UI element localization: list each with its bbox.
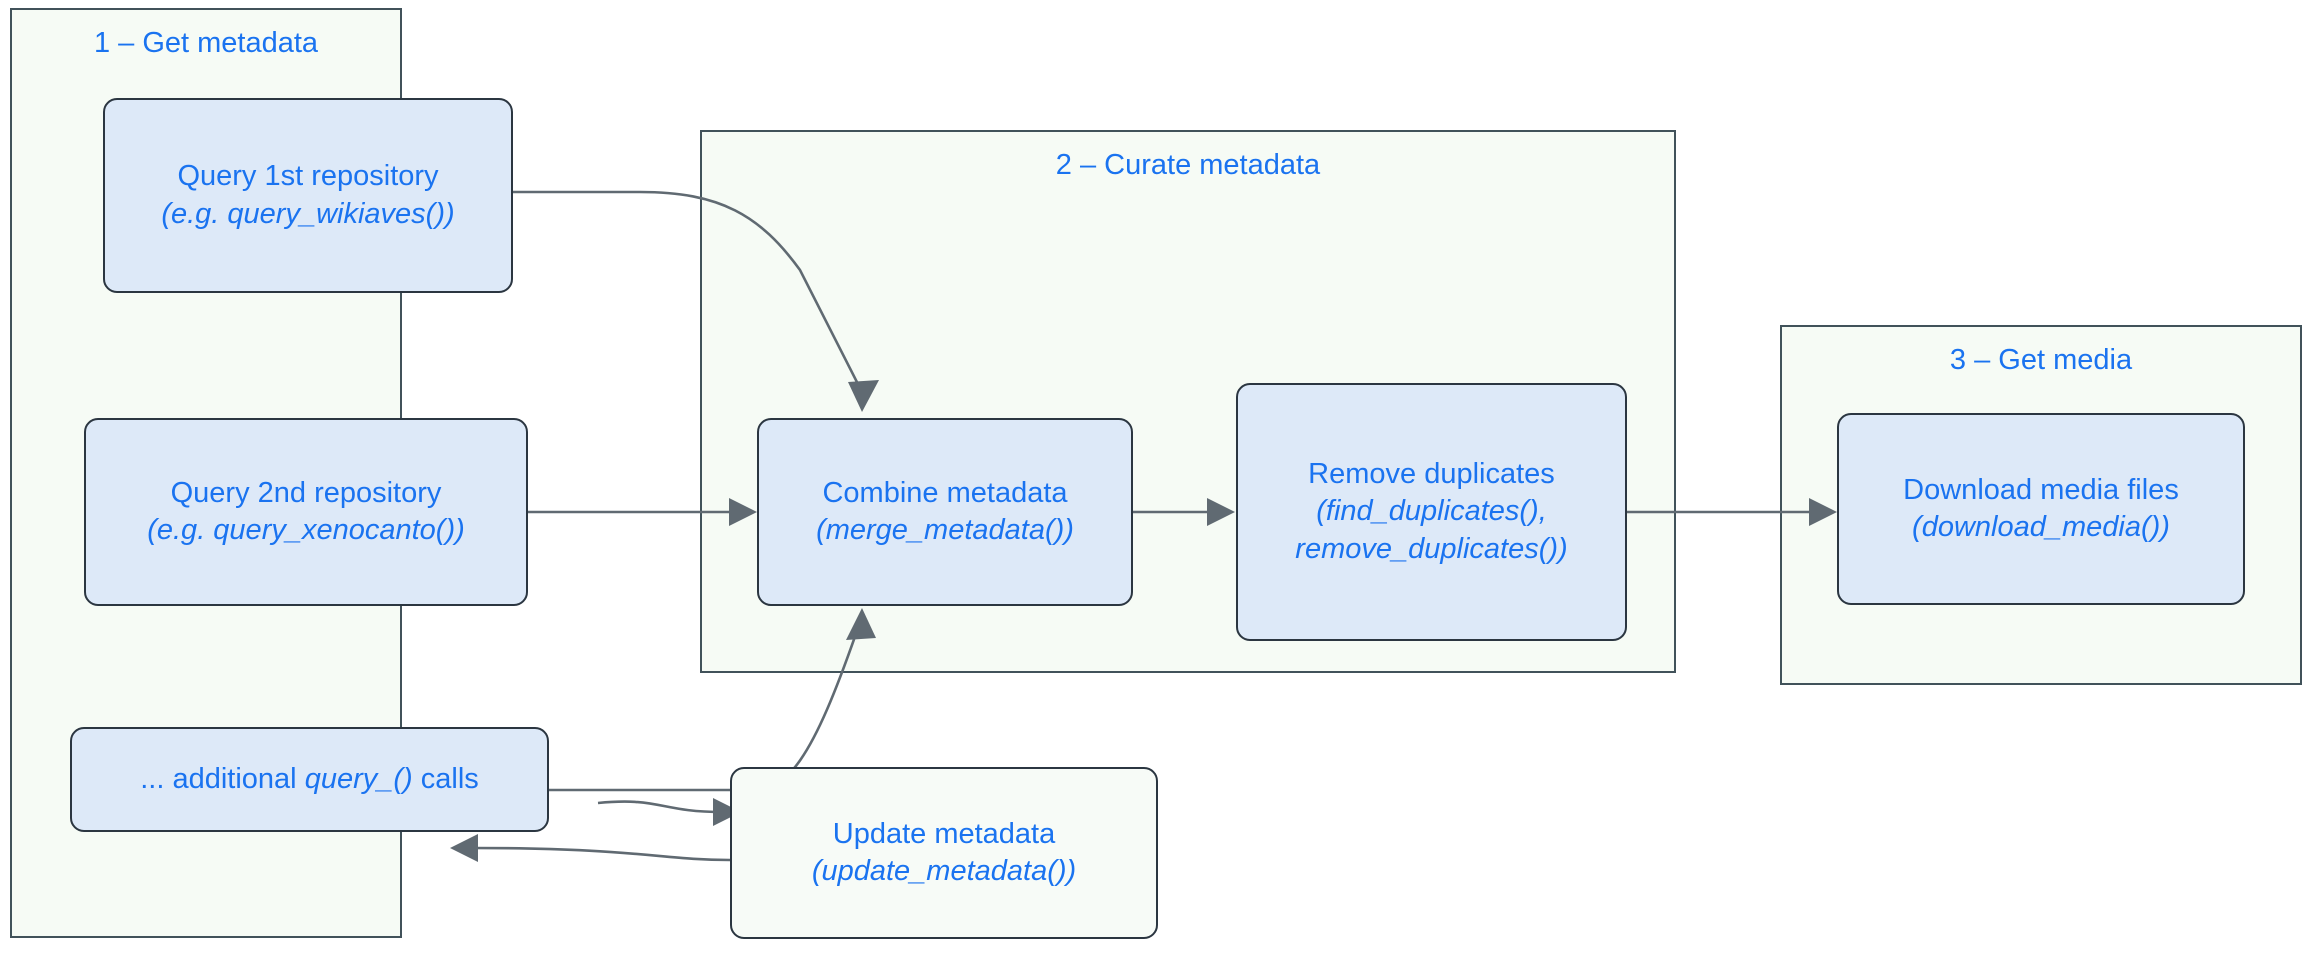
node-additional-function: query_() xyxy=(304,762,413,795)
node-combine-title: Combine metadata xyxy=(822,476,1068,509)
node-remove-function-1: (find_duplicates(), xyxy=(1316,495,1547,528)
node-update-function: (update_metadata()) xyxy=(811,855,1077,887)
node-remove-function-2: remove_duplicates()) xyxy=(1295,532,1568,565)
node-combine-function: (merge_metadata()) xyxy=(816,514,1074,546)
group-title-get-media: 3 – Get media xyxy=(1949,344,2133,376)
arrowhead-update-to-additional xyxy=(450,834,478,862)
node-update-title: Update metadata xyxy=(832,817,1056,850)
node-download-title: Download media files xyxy=(1903,473,2179,506)
connector-additional-to-update xyxy=(597,800,723,814)
node-remove-title: Remove duplicates xyxy=(1308,458,1555,491)
node-additional-suffix: calls xyxy=(412,762,479,795)
node-query-first-repository[interactable]: Query 1st repository (e.g. query_wikiave… xyxy=(103,98,513,293)
node-query-second-repository[interactable]: Query 2nd repository (e.g. query_xenocan… xyxy=(84,418,528,606)
node-query-first-title: Query 1st repository xyxy=(177,160,439,193)
node-combine-metadata[interactable]: Combine metadata (merge_metadata()) xyxy=(757,418,1133,606)
node-download-media-files[interactable]: Download media files (download_media()) xyxy=(1837,413,2245,605)
node-update-metadata[interactable]: Update metadata (update_metadata()) xyxy=(730,767,1158,939)
node-query-second-function: (e.g. query_xenocanto()) xyxy=(147,514,465,546)
node-query-first-function: (e.g. query_wikiaves()) xyxy=(161,197,455,230)
connector-update-to-additional xyxy=(469,846,731,862)
node-additional-prefix: ... additional xyxy=(140,762,305,795)
node-query-second-title: Query 2nd repository xyxy=(170,476,442,509)
node-download-function: (download_media()) xyxy=(1912,511,2170,543)
node-query-additional-calls[interactable]: ... additional query_() calls xyxy=(70,727,549,832)
group-title-get-metadata: 1 – Get metadata xyxy=(93,27,319,59)
group-title-curate-metadata: 2 – Curate metadata xyxy=(1055,149,1321,181)
node-remove-duplicates[interactable]: Remove duplicates (find_duplicates(), re… xyxy=(1236,383,1627,641)
